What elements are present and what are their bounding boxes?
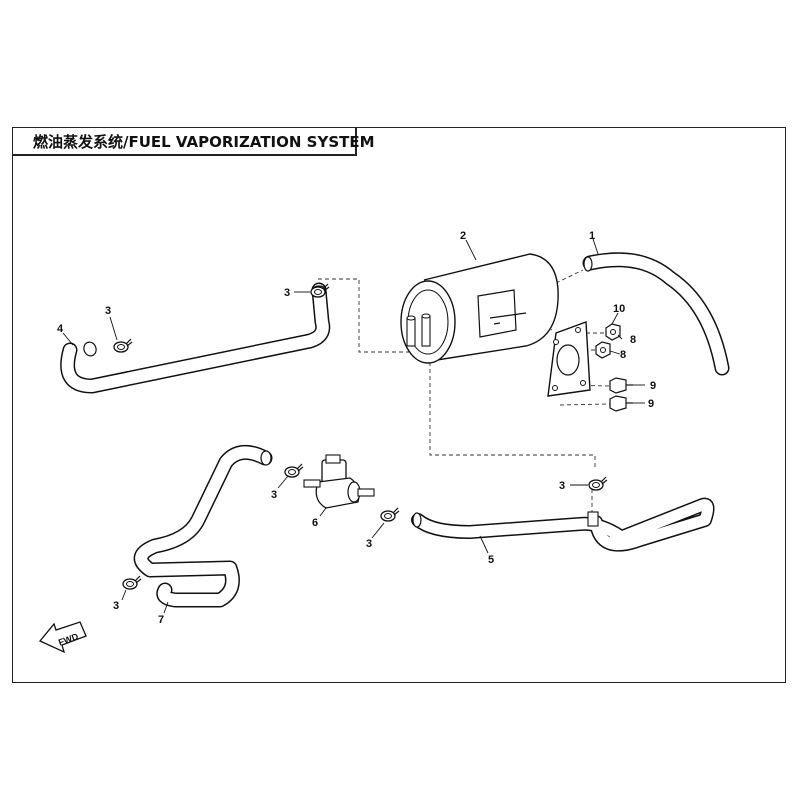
diagram-frame (12, 127, 786, 683)
callout-3: 3 (271, 489, 277, 501)
clamp-3-b (113, 338, 133, 353)
nut-8-upper (605, 323, 621, 341)
callout-6: 6 (312, 517, 318, 529)
bolt-9-lower (609, 395, 633, 412)
valve-6 (303, 454, 375, 509)
callout-2: 2 (460, 230, 466, 242)
hose-4 (60, 282, 331, 394)
callouts: 1 2 3 3 3 3 3 3 4 5 6 7 8 8 9 9 10 (57, 230, 656, 626)
callout-8: 8 (630, 334, 636, 346)
callout-3: 3 (113, 600, 119, 612)
diagram-title: 燃油蒸发系统/FUEL VAPORIZATION SYSTEM (33, 132, 375, 151)
clamp-3-d (380, 507, 400, 522)
callout-8: 8 (620, 349, 626, 361)
callout-1: 1 (589, 230, 595, 242)
title-box: 燃油蒸发系统/FUEL VAPORIZATION SYSTEM (12, 127, 375, 156)
callout-10: 10 (613, 303, 625, 315)
hose-5 (411, 497, 715, 552)
callout-7: 7 (158, 614, 164, 626)
callout-3: 3 (366, 538, 372, 550)
callout-5: 5 (488, 554, 494, 566)
callout-9: 9 (648, 398, 654, 410)
clamp-3-e (588, 476, 608, 491)
callout-3: 3 (559, 480, 565, 492)
clamp-3-c (284, 463, 304, 478)
hose-1 (582, 252, 730, 376)
bracket-10 (547, 321, 591, 397)
callout-3: 3 (284, 287, 290, 299)
callout-3: 3 (105, 305, 111, 317)
callout-4: 4 (57, 323, 64, 335)
nut-8-lower (595, 341, 611, 359)
hose-7 (133, 444, 273, 608)
clamp-3-f (122, 575, 142, 590)
leader-lines (62, 238, 645, 614)
fwd-arrow-icon: FWD (38, 621, 87, 654)
callout-9: 9 (650, 380, 656, 392)
bolt-9-upper (609, 377, 633, 394)
canister-2 (400, 253, 559, 364)
